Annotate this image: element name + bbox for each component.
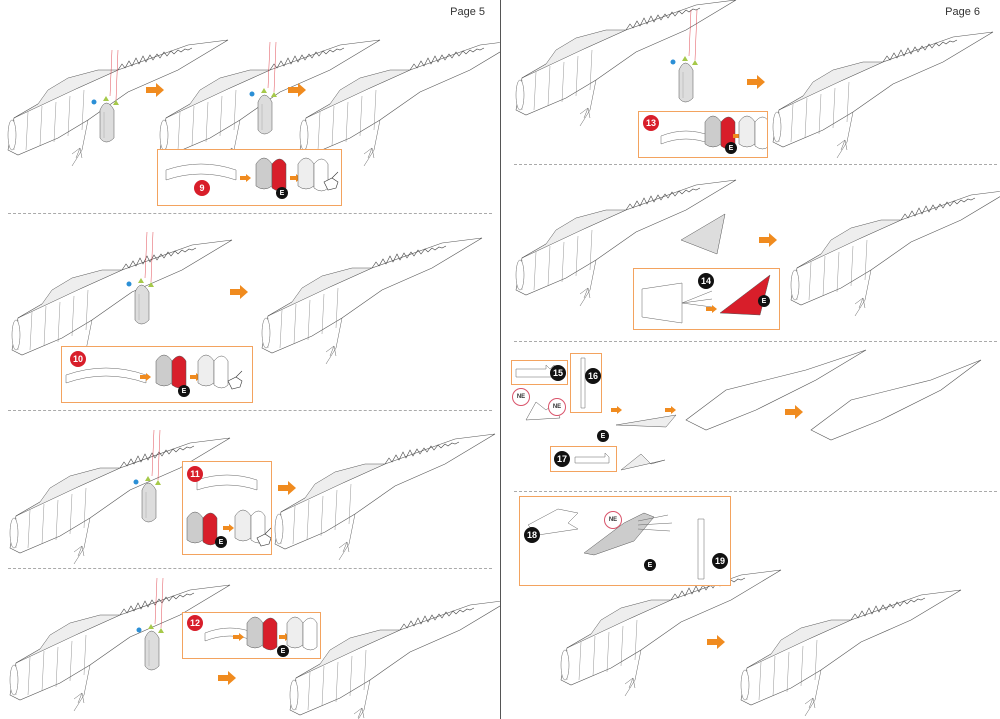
callout-step-16: 16 xyxy=(570,353,602,413)
page-label: Page 6 xyxy=(945,6,980,18)
e-marker: E xyxy=(276,187,288,199)
step-badge-10: 10 xyxy=(70,351,86,367)
step-badge-19: 19 xyxy=(712,553,728,569)
e-marker: E xyxy=(725,142,737,154)
step-badge-18: 18 xyxy=(524,527,540,543)
callout-step-10: 10 E xyxy=(61,346,253,403)
step-badge-9: 9 xyxy=(194,180,210,196)
step-badge-11: 11 xyxy=(187,466,203,482)
section-divider xyxy=(8,213,492,214)
page-6: Page 6 13 E xyxy=(501,0,1000,719)
page-divider xyxy=(500,0,501,719)
step-badge-17: 17 xyxy=(554,451,570,467)
ne-marker: NE xyxy=(548,398,566,416)
section-divider xyxy=(514,491,997,492)
section-divider xyxy=(8,568,492,569)
callout-step-13: 13 E xyxy=(638,111,768,158)
callout-step-15: 15 xyxy=(511,360,568,385)
step-badge-14: 14 xyxy=(698,273,714,289)
page-5: Page 5 xyxy=(7,6,500,719)
e-marker: E xyxy=(277,645,289,657)
e-marker: E xyxy=(758,295,770,307)
ne-marker: NE xyxy=(604,511,622,529)
e-marker: E xyxy=(644,559,656,571)
callout-step-12: 12 E xyxy=(182,612,321,659)
e-marker: E xyxy=(178,385,190,397)
step-badge-16: 16 xyxy=(585,368,601,384)
section-divider xyxy=(514,341,997,342)
section-divider xyxy=(8,410,492,411)
ne-marker: NE xyxy=(512,388,530,406)
callout-step-17: 17 xyxy=(550,446,617,472)
page-label: Page 5 xyxy=(450,6,485,18)
e-marker: E xyxy=(215,536,227,548)
callout-step-18-19: 18 19 NE E xyxy=(519,496,731,586)
callout-step-9: 9 E xyxy=(157,149,342,206)
step-badge-13: 13 xyxy=(643,115,659,131)
step-badge-12: 12 xyxy=(187,615,203,631)
page-6-drawings xyxy=(515,0,1000,717)
callout-step-14: 14 E xyxy=(633,268,780,330)
e-marker: E xyxy=(597,430,609,442)
callout-step-11: 11 E xyxy=(182,461,272,555)
step-badge-15: 15 xyxy=(550,365,566,381)
section-divider xyxy=(514,164,997,165)
